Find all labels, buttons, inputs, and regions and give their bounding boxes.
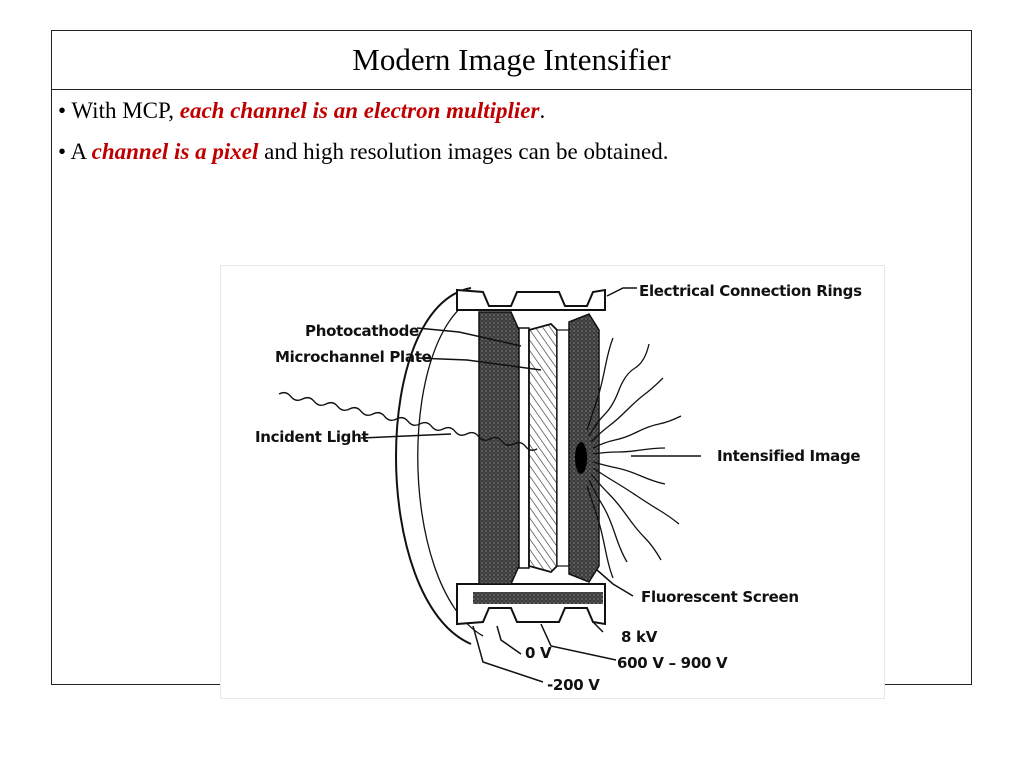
label-0v: 0 V: [525, 644, 552, 662]
label-minus-200v: -200 V: [547, 676, 600, 694]
label-electrical-connection-rings: Electrical Connection Rings: [639, 282, 862, 300]
diagram-svg: Electrical Connection Rings Photocathode…: [255, 282, 862, 694]
page-title: Modern Image Intensifier: [352, 42, 671, 77]
bottom-ring-fill: [473, 592, 603, 604]
emitted-rays: [586, 337, 682, 579]
microchannel-plate: [528, 322, 558, 574]
bullet-item: • A channel is a pixel and high resoluti…: [58, 138, 961, 166]
bullet-suffix: and high resolution images can be obtain…: [258, 139, 669, 164]
gap: [556, 329, 570, 567]
label-intensified-image: Intensified Image: [717, 447, 860, 465]
bullet-prefix: • A: [58, 139, 92, 164]
leader-lines: [360, 287, 701, 683]
photocathode-body: [478, 311, 520, 585]
top-rings: [456, 288, 606, 311]
bullet-prefix: • With MCP,: [58, 98, 180, 123]
bullet-item: • With MCP, each channel is an electron …: [58, 97, 961, 125]
title-bar: Modern Image Intensifier: [52, 31, 971, 90]
incident-light-wave: [278, 391, 538, 451]
bullet-list: • With MCP, each channel is an electron …: [58, 97, 961, 179]
label-photocathode: Photocathode: [305, 322, 419, 340]
bullet-emphasis: channel is a pixel: [91, 139, 259, 164]
intensifier-diagram: Electrical Connection Rings Photocathode…: [221, 266, 884, 698]
label-microchannel-plate: Microchannel Plate: [275, 348, 432, 366]
label-600-900v: 600 V – 900 V: [617, 654, 728, 672]
label-incident-light: Incident Light: [255, 428, 368, 446]
label-fluorescent-screen: Fluorescent Screen: [641, 588, 799, 606]
bullet-suffix: .: [539, 98, 546, 123]
bullet-emphasis: each channel is an electron multiplier: [179, 98, 540, 123]
outer-shell-arc: [395, 287, 472, 645]
intensified-spot: [575, 442, 587, 474]
label-8kv: 8 kV: [621, 628, 658, 646]
outer-shell-inner-arc: [417, 293, 484, 637]
